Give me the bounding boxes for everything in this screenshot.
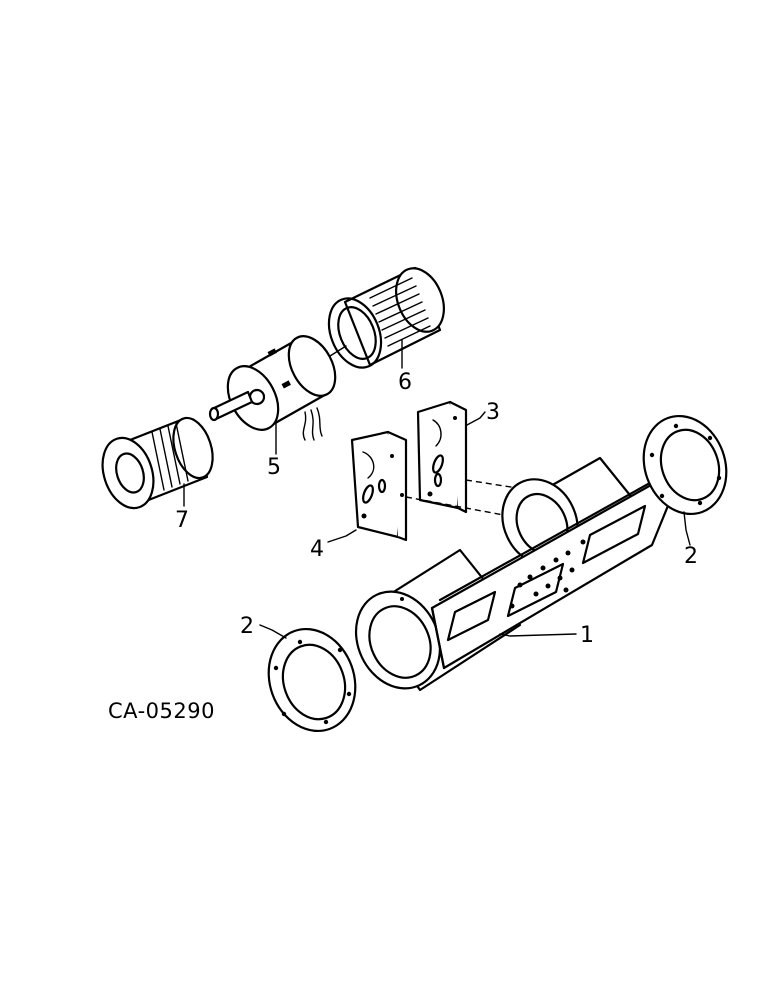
blower-wheel-upper bbox=[327, 266, 445, 369]
drawing-reference-code: CA-05290 bbox=[108, 699, 215, 723]
callout-2-right: 2 bbox=[684, 544, 698, 569]
blower-wheel-left bbox=[101, 416, 214, 510]
leader-lines bbox=[183, 339, 691, 639]
callout-labels: 6 5 7 3 4 1 2 2 bbox=[175, 370, 698, 648]
callout-2-left: 2 bbox=[240, 614, 254, 639]
motor-bracket-lower bbox=[350, 430, 408, 542]
blower-motor bbox=[208, 335, 347, 441]
flange-ring-left bbox=[267, 627, 357, 733]
callout-6: 6 bbox=[398, 370, 412, 395]
callout-7: 7 bbox=[175, 508, 189, 533]
blower-housing bbox=[354, 456, 678, 692]
callout-1: 1 bbox=[580, 623, 594, 648]
flange-ring-right bbox=[642, 414, 728, 516]
callout-5: 5 bbox=[267, 455, 281, 480]
callout-4: 4 bbox=[310, 537, 324, 562]
callout-3: 3 bbox=[486, 400, 500, 425]
motor-bracket-upper bbox=[416, 400, 468, 514]
